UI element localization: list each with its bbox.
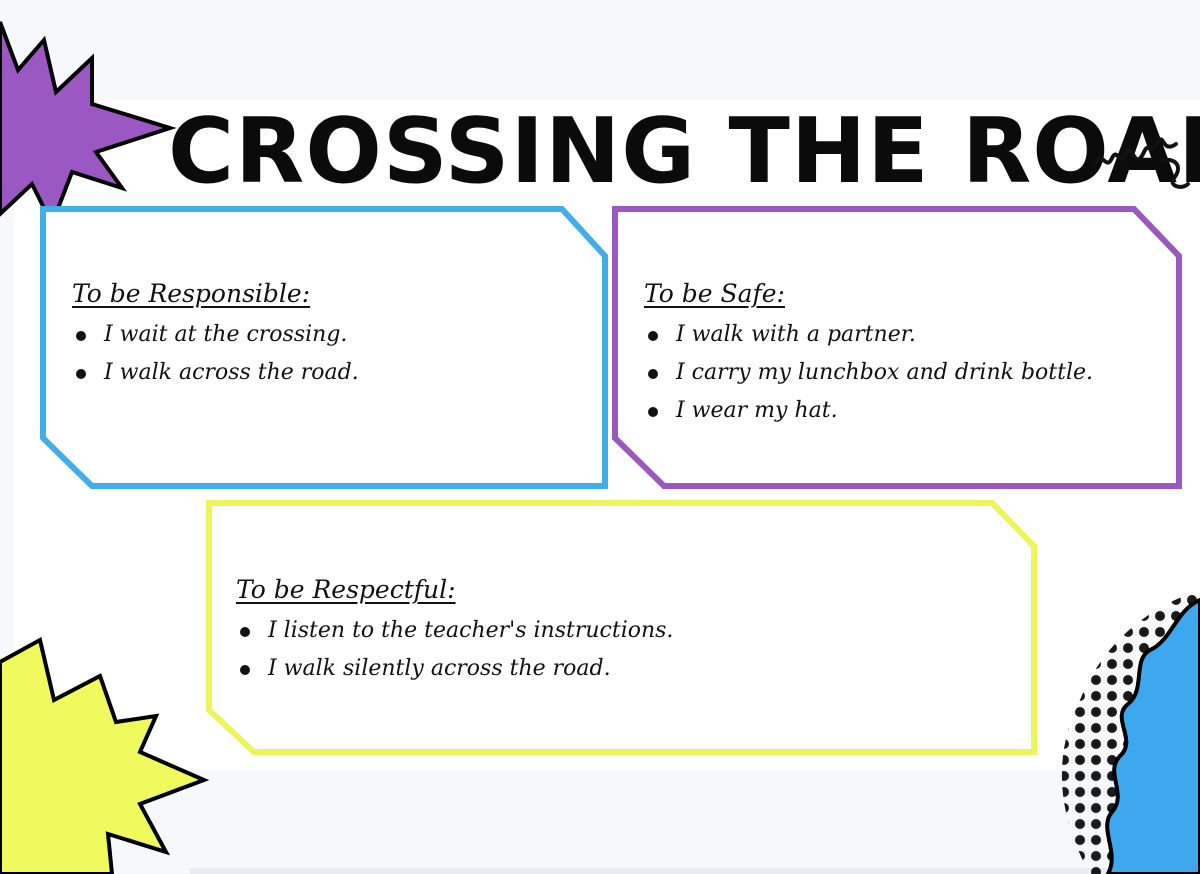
respectful-list: I listen to the teacher's instructions. … xyxy=(236,612,996,688)
card-heading: To be Safe: xyxy=(644,279,785,308)
card-heading: To be Responsible: xyxy=(72,279,311,308)
list-item: I listen to the teacher's instructions. xyxy=(236,612,996,650)
yellow-burst-icon xyxy=(0,636,210,874)
page-title: CROSSING THE ROAD xyxy=(168,99,1200,204)
list-item: I wait at the crossing. xyxy=(72,316,592,354)
bottom-edge xyxy=(190,868,1200,874)
list-item: I walk silently across the road. xyxy=(236,650,996,688)
list-item: I wear my hat. xyxy=(644,392,1164,430)
list-item: I carry my lunchbox and drink bottle. xyxy=(644,354,1164,392)
respectful-card: To be Respectful: I listen to the teache… xyxy=(206,500,1038,756)
list-item: I walk with a partner. xyxy=(644,316,1164,354)
purple-burst-icon xyxy=(0,21,177,229)
safe-card: To be Safe: I walk with a partner. I car… xyxy=(612,206,1184,490)
card-frame xyxy=(612,206,1182,489)
safe-list: I walk with a partner. I carry my lunchb… xyxy=(644,316,1164,430)
responsible-list: I wait at the crossing. I walk across th… xyxy=(72,316,592,392)
squiggle-icon xyxy=(1092,137,1190,189)
card-frame xyxy=(206,500,1037,755)
list-item: I walk across the road. xyxy=(72,354,592,392)
responsible-card: To be Responsible: I wait at the crossin… xyxy=(40,206,610,490)
card-frame xyxy=(40,206,608,489)
card-heading: To be Respectful: xyxy=(236,575,456,604)
